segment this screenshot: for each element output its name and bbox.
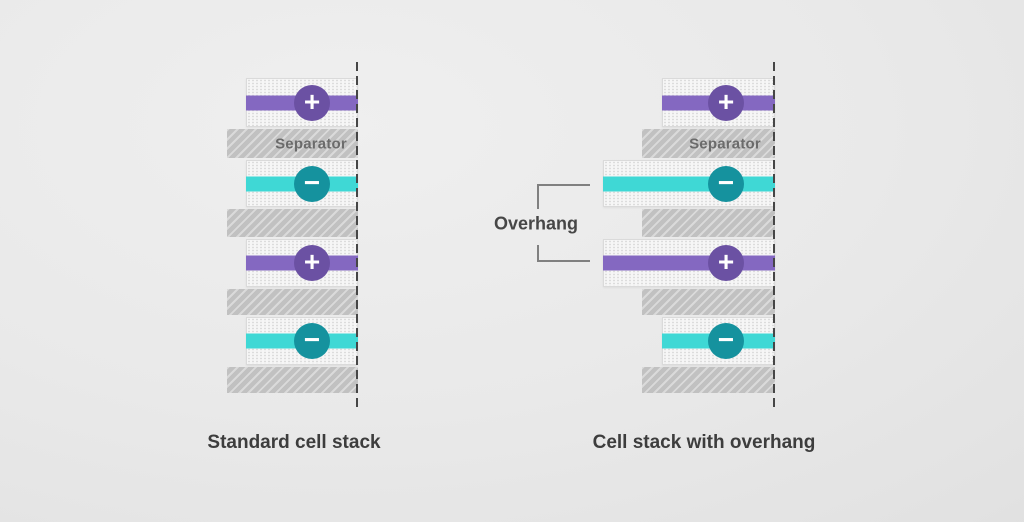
separator-label: Separator [689,135,761,152]
separator-label: Separator [275,135,347,152]
stack-edge-dashed-line-right [773,62,775,408]
minus-icon: − [294,165,330,202]
plus-icon: + [294,84,330,121]
minus-icon: − [294,323,330,359]
positive-electrode-bar [603,255,775,271]
overhang-bracket-bottom-line [537,260,590,262]
plus-icon: + [708,245,744,281]
separator-layer [227,367,358,393]
separator-layer [227,209,358,237]
terminal-sign: + [717,246,735,277]
minus-icon: − [708,165,744,202]
terminal-sign: − [303,324,321,355]
separator-layer [642,289,775,315]
separator-layer: Separator [642,129,775,158]
terminal-sign: + [717,85,735,117]
separator-layer [642,367,775,393]
overhang-bracket-top-line [537,184,590,186]
separator-layer: Separator [227,129,358,158]
negative-electrode-bar [603,176,775,191]
terminal-sign: − [717,166,735,198]
overhang-label: Overhang [493,213,579,234]
stack-edge-dashed-line-left [356,62,358,408]
overhang-bracket-upper-vertical-line [537,184,539,209]
standard-stack-caption: Standard cell stack [207,432,381,453]
negative-electrode-layer-overhang [603,160,775,207]
separator-layer [227,289,358,315]
overhang-bracket-lower-vertical-line [537,245,539,261]
terminal-sign: + [303,85,321,117]
terminal-sign: − [717,324,735,355]
plus-icon: + [294,245,330,281]
separator-layer [642,209,775,237]
positive-electrode-layer-overhang [603,239,775,287]
minus-icon: − [708,323,744,359]
overhang-stack-caption: Cell stack with overhang [592,432,816,453]
terminal-sign: − [303,166,321,198]
plus-icon: + [708,84,744,121]
terminal-sign: + [303,246,321,277]
